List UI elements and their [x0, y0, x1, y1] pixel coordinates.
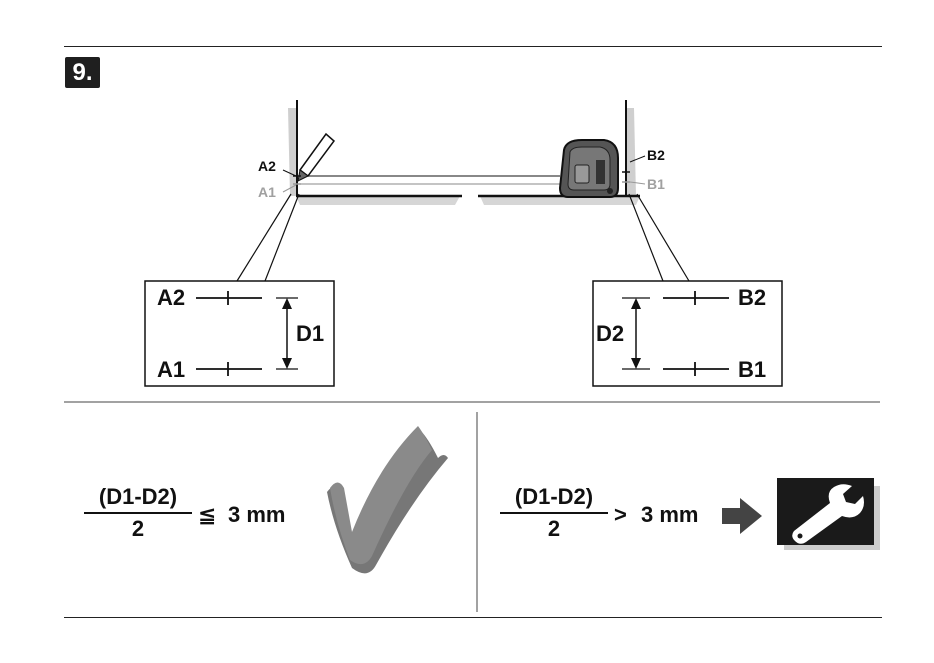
detail-label-a1: A1	[157, 357, 185, 383]
formula-service-denominator: 2	[500, 514, 608, 542]
detail-label-b2: B2	[738, 285, 766, 311]
scene-label-b2: B2	[647, 147, 665, 163]
detail-label-d2: D2	[596, 321, 624, 347]
scene-label-a2: A2	[258, 158, 276, 174]
zoom-leaders-left	[237, 194, 299, 281]
checkmark-icon	[327, 426, 448, 573]
detail-label-d1: D1	[296, 321, 324, 347]
left-wall	[288, 100, 297, 196]
scene-label-a1: A1	[258, 184, 276, 200]
formula-ok-operator: ≦	[198, 502, 216, 528]
scene-label-b1: B1	[647, 176, 665, 192]
formula-ok-limit: 3 mm	[228, 502, 285, 528]
detail-label-a2: A2	[157, 285, 185, 311]
formula-service-operator: >	[614, 502, 627, 528]
detail-label-b1: B1	[738, 357, 766, 383]
formula-service-numerator: (D1-D2)	[500, 484, 608, 514]
pencil-icon	[298, 134, 334, 181]
wrench-service-icon	[777, 478, 880, 550]
laser-device-icon	[560, 140, 618, 197]
formula-ok-denominator: 2	[84, 514, 192, 542]
formula-ok-numerator: (D1-D2)	[84, 484, 192, 514]
formula-service-fraction: (D1-D2) 2	[500, 484, 608, 542]
arrow-right-icon	[722, 498, 762, 534]
laser-beam	[298, 176, 560, 184]
zoom-leaders-right	[629, 194, 689, 281]
formula-service-limit: 3 mm	[641, 502, 698, 528]
formula-ok-fraction: (D1-D2) 2	[84, 484, 192, 542]
